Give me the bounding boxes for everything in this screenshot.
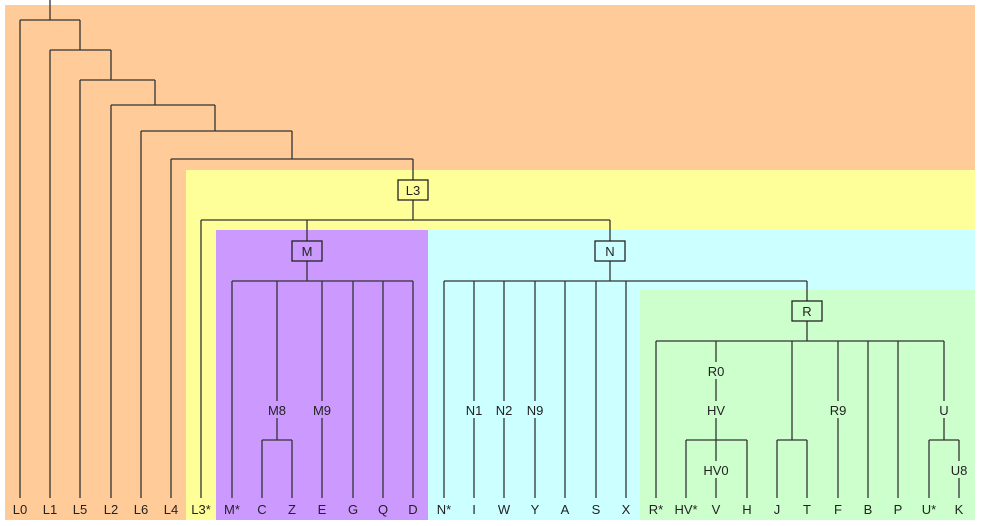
node-box-R bbox=[791, 300, 823, 322]
inner-label-N2: N2 bbox=[496, 403, 513, 418]
node-box-L3 bbox=[397, 179, 429, 201]
label-bg bbox=[460, 401, 488, 418]
inner-label-HV0: HV0 bbox=[703, 463, 728, 478]
leaf-label: H bbox=[742, 502, 751, 517]
leaf-label: M* bbox=[224, 502, 240, 517]
leaf-label: V bbox=[712, 502, 721, 517]
node-label-M: M bbox=[302, 244, 313, 259]
leaf-label: L0 bbox=[13, 502, 27, 517]
node-label-N: N bbox=[605, 244, 614, 259]
node-label-L3: L3 bbox=[406, 183, 420, 198]
inner-label-N1: N1 bbox=[466, 403, 483, 418]
leaf-label: L2 bbox=[104, 502, 118, 517]
label-bg bbox=[521, 401, 549, 418]
label-bg bbox=[930, 401, 958, 418]
leaf-label: Y bbox=[531, 502, 540, 517]
leaf-label: L3* bbox=[191, 502, 211, 517]
leaf-label: HV* bbox=[674, 502, 697, 517]
leaf-label: U* bbox=[922, 502, 936, 517]
leaf-label: L1 bbox=[43, 502, 57, 517]
leaf-label: L5 bbox=[73, 502, 87, 517]
inner-label-R0: R0 bbox=[708, 364, 725, 379]
inner-label-N9: N9 bbox=[527, 403, 544, 418]
inner-label-HV: HV bbox=[707, 403, 725, 418]
node-box-M bbox=[291, 240, 323, 262]
inner-label-U8: U8 bbox=[951, 463, 968, 478]
label-bg bbox=[702, 401, 730, 418]
leaf-label: F bbox=[834, 502, 842, 517]
leaf-label: P bbox=[894, 502, 903, 517]
label-bg bbox=[702, 461, 730, 478]
leaf-label: Q bbox=[378, 502, 388, 517]
leaf-label: S bbox=[592, 502, 601, 517]
leaf-label: X bbox=[622, 502, 631, 517]
leaf-label: L6 bbox=[134, 502, 148, 517]
leaf-label: G bbox=[348, 502, 358, 517]
leaf-label: J bbox=[774, 502, 781, 517]
leaf-label: Z bbox=[288, 502, 296, 517]
label-bg bbox=[308, 401, 336, 418]
leaf-label: C bbox=[257, 502, 266, 517]
leaf-label: T bbox=[803, 502, 811, 517]
leaf-label: L4 bbox=[164, 502, 178, 517]
node-box-N bbox=[594, 240, 626, 262]
leaf-label: B bbox=[864, 502, 873, 517]
label-bg bbox=[263, 401, 291, 418]
tree-edges bbox=[19, 0, 960, 498]
label-bg bbox=[945, 461, 973, 478]
inner-label-R9: R9 bbox=[830, 403, 847, 418]
leaf-label: A bbox=[561, 502, 570, 517]
leaf-label: W bbox=[498, 502, 511, 517]
label-bg bbox=[824, 401, 852, 418]
leaf-label: I bbox=[472, 502, 476, 517]
inner-label-M9: M9 bbox=[313, 403, 331, 418]
leaf-label: R* bbox=[649, 502, 663, 517]
leaf-label: D bbox=[408, 502, 417, 517]
leaf-label: K bbox=[955, 502, 964, 517]
leaf-label: E bbox=[318, 502, 327, 517]
node-label-R: R bbox=[802, 304, 811, 319]
leaf-label: N* bbox=[437, 502, 451, 517]
label-bg bbox=[702, 362, 730, 379]
inner-label-M8: M8 bbox=[268, 403, 286, 418]
inner-label-U: U bbox=[939, 403, 948, 418]
label-bg bbox=[490, 401, 518, 418]
